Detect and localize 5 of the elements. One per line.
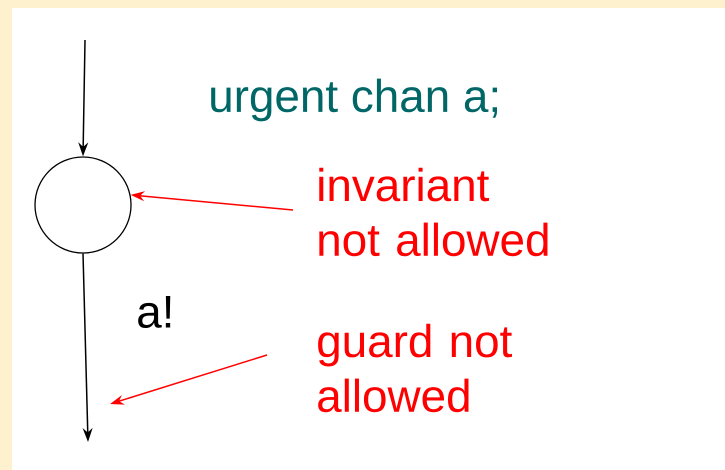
edge-label: a!	[138, 296, 170, 328]
declaration-text: urgent chan a;	[211, 78, 497, 122]
note-text: invariant not allowed	[319, 168, 548, 256]
note-text: guard not allowed	[318, 324, 512, 412]
state-circle	[34, 156, 132, 254]
